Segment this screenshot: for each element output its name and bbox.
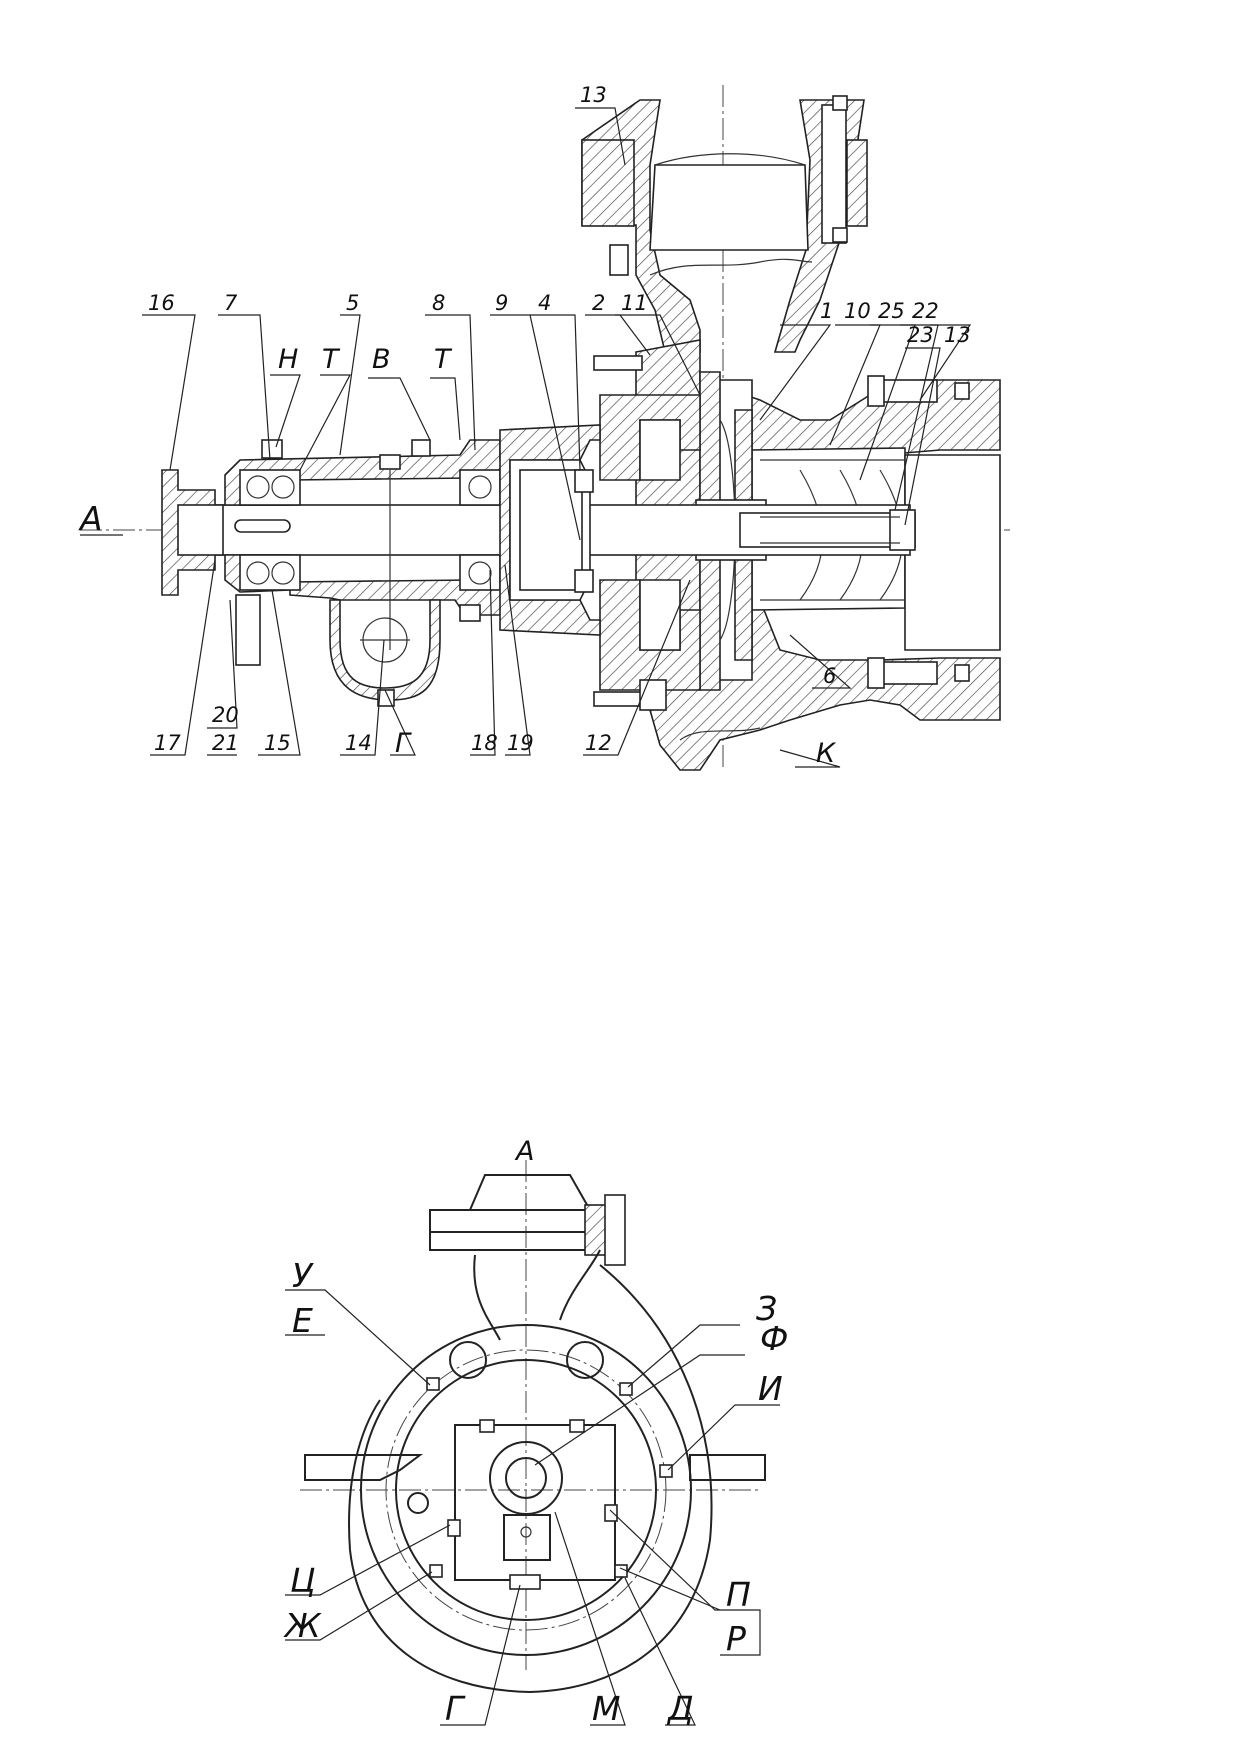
label-1: 1: [820, 299, 833, 323]
label-17: 17: [154, 731, 181, 755]
label-9: 9: [495, 291, 508, 315]
label-U: У: [292, 1256, 314, 1295]
lifting-eye-right: [566, 1341, 604, 1379]
view-a-housing-square: [454, 1424, 616, 1581]
label-M: М: [592, 1689, 620, 1728]
view-a-shaft-inner: [505, 1457, 547, 1499]
label-13-top: 13: [580, 83, 607, 107]
label-2: 2: [592, 291, 605, 315]
label-Z: З: [756, 1289, 777, 1328]
label-view-A: А: [514, 1136, 534, 1167]
label-10: 10: [844, 299, 871, 323]
label-T-right: Т: [434, 344, 453, 375]
label-P: П: [726, 1575, 751, 1614]
label-ZH: Ж: [283, 1606, 322, 1645]
label-8: 8: [432, 291, 445, 315]
label-TS: Ц: [290, 1561, 316, 1600]
label-14: 14: [345, 731, 372, 755]
label-G-view: Г: [445, 1689, 466, 1728]
label-16: 16: [148, 291, 175, 315]
view-a-outer-circle: [360, 1324, 692, 1656]
label-18: 18: [471, 731, 498, 755]
label-5: 5: [346, 291, 359, 315]
label-E: Е: [292, 1301, 313, 1340]
view-a-inner-circle: [395, 1359, 657, 1621]
view-a-bolt-circle: [385, 1349, 667, 1631]
discharge-outlet: [581, 95, 868, 353]
label-23: 23: [907, 323, 934, 347]
label-H: Н: [278, 344, 298, 375]
label-G-section: Г: [395, 728, 412, 759]
view-a: А У Е З Ф И Ц Ж П Р Г М Д: [283, 1136, 788, 1728]
label-7: 7: [224, 291, 238, 315]
view-a-outlet-flange: [429, 1174, 626, 1341]
label-21: 21: [212, 731, 239, 755]
label-11: 11: [621, 291, 648, 315]
label-6: 6: [823, 664, 836, 688]
view-a-foot-right: [689, 1454, 766, 1481]
label-25: 25: [878, 299, 905, 323]
top-leaders: [80, 107, 972, 768]
label-22: 22: [912, 299, 939, 323]
label-19: 19: [507, 731, 534, 755]
bearing-left: [239, 469, 301, 591]
seal-housing: [593, 355, 701, 711]
bearing-housing: [224, 439, 506, 707]
sectional-view: 16 7 Н Т 5 В Т 8 9 4 2 11 13 1 10 25 22 …: [78, 83, 1010, 771]
label-20: 20: [212, 703, 239, 727]
label-15: 15: [264, 731, 291, 755]
label-13-right: 13: [944, 323, 971, 347]
view-a-plug-left: [407, 1492, 429, 1514]
label-F: Ф: [760, 1319, 788, 1358]
label-D: Д: [666, 1689, 694, 1728]
label-T-left: Т: [322, 344, 341, 375]
view-a-foot-left: [304, 1454, 423, 1481]
label-4: 4: [538, 291, 551, 315]
label-R: Р: [726, 1619, 746, 1658]
lantern: [499, 424, 601, 636]
coupling: [161, 469, 224, 596]
label-K: К: [816, 738, 837, 769]
label-V: В: [372, 344, 391, 375]
view-a-casing-outline: [348, 1264, 713, 1694]
label-A-section: А: [78, 499, 103, 538]
label-12: 12: [585, 731, 612, 755]
label-I: И: [758, 1369, 783, 1408]
lifting-eye-left: [449, 1341, 487, 1379]
